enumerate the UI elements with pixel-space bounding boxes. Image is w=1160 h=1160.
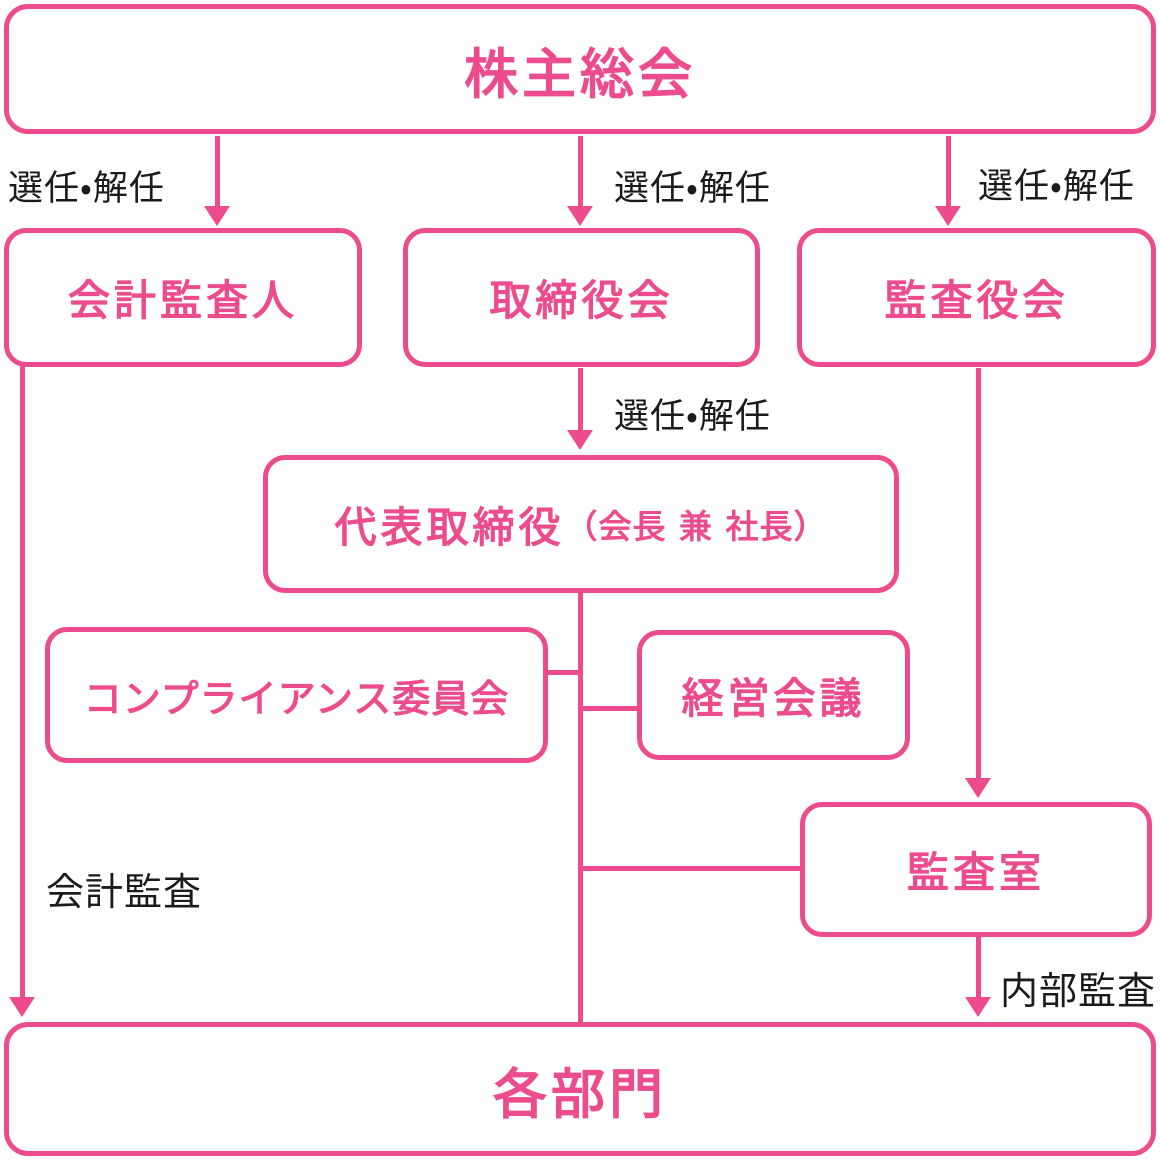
node-departments: 各部門	[4, 1022, 1156, 1156]
edge-shareholders-to-audit-board	[946, 136, 951, 210]
arrowhead-to-audit-board	[935, 206, 961, 226]
arrowhead-to-representative	[567, 430, 593, 450]
edge-label-appointment-dismissal-rep: 選任・解任	[614, 397, 771, 437]
edge-shareholders-to-accounting-auditor	[215, 136, 220, 210]
edge-audit-office-to-departments	[976, 936, 981, 998]
arrowhead-to-audit-office	[965, 778, 991, 798]
connector-compliance-committee	[546, 670, 580, 675]
node-management-council-label: 経営会議	[681, 673, 866, 723]
edge-label-internal-audit: 内部監査	[1000, 969, 1157, 1013]
edge-accounting-auditor-to-departments	[20, 366, 25, 998]
connector-management-council	[580, 706, 639, 711]
node-board-of-directors-label: 取締役会	[489, 276, 674, 325]
node-audit-office-label: 監査室	[906, 848, 1045, 897]
node-departments-label: 各部門	[493, 1062, 667, 1126]
edge-audit-board-to-audit-office	[976, 368, 981, 782]
node-audit-and-supervisory-board: 監査役会	[797, 228, 1156, 367]
edge-representative-to-departments	[578, 591, 583, 1024]
edge-board-to-representative	[578, 368, 583, 432]
arrowhead-to-accounting-auditor	[204, 206, 230, 226]
node-representative-director-label: 代表取締役	[334, 502, 565, 552]
node-shareholders-meeting-label: 株主総会	[464, 42, 696, 106]
node-audit-office: 監査室	[800, 802, 1152, 937]
node-compliance-committee-label: コンプライアンス委員会	[83, 676, 510, 721]
node-board-of-directors: 取締役会	[403, 228, 760, 367]
node-accounting-auditor: 会計監査人	[4, 228, 362, 367]
arrowhead-to-board	[567, 206, 593, 226]
edge-label-accounting-audit: 会計監査	[46, 870, 203, 914]
node-shareholders-meeting: 株主総会	[4, 4, 1156, 134]
node-management-council: 経営会議	[637, 630, 910, 760]
edge-shareholders-to-board	[578, 136, 583, 210]
node-representative-director: 代表取締役（会長 兼 社長）	[263, 455, 899, 593]
node-compliance-committee: コンプライアンス委員会	[45, 627, 548, 763]
node-audit-and-supervisory-board-label: 監査役会	[884, 276, 1069, 325]
edge-label-appointment-dismissal-right: 選任・解任	[978, 167, 1135, 207]
connector-audit-office	[580, 866, 802, 871]
edge-label-appointment-dismissal-left: 選任・解任	[8, 169, 165, 209]
edge-label-appointment-dismissal-center: 選任・解任	[614, 169, 771, 209]
node-representative-director-sublabel: （会長 兼 社長）	[564, 507, 828, 546]
arrowhead-accounting-audit	[9, 997, 35, 1017]
node-accounting-auditor-label: 会計監査人	[67, 276, 298, 325]
arrowhead-internal-audit	[965, 997, 991, 1017]
